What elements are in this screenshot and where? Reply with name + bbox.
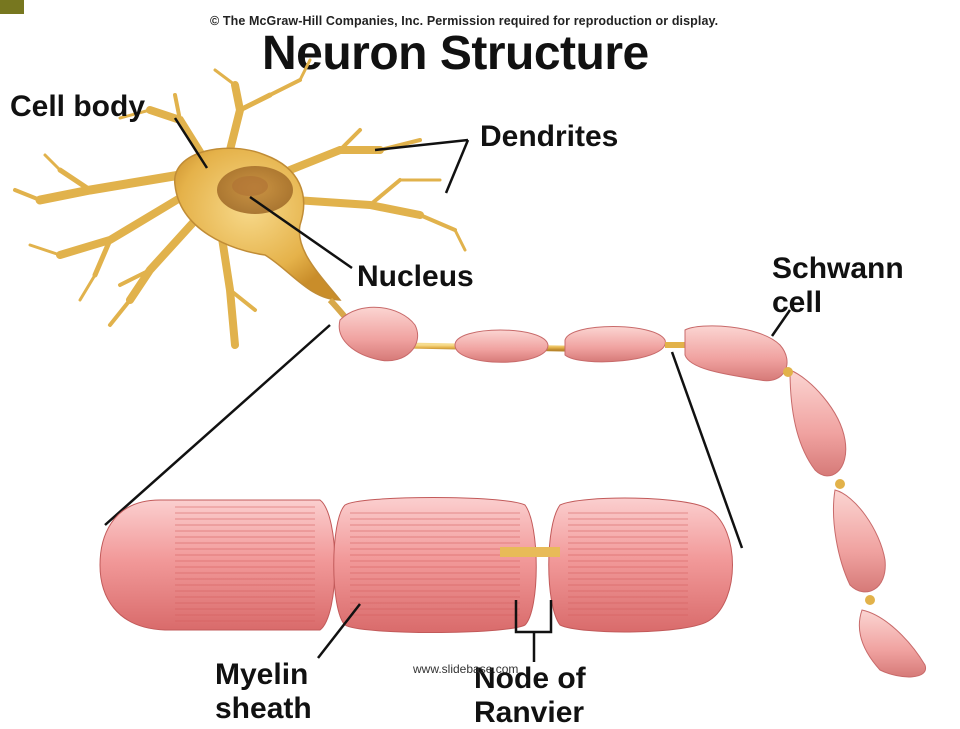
- label-nucleus: Nucleus: [357, 260, 474, 293]
- label-myelin-line2: sheath: [215, 692, 312, 725]
- zoom-line-right: [670, 351, 744, 549]
- label-schwann-line1: Schwann: [772, 252, 904, 285]
- upper-myelin-segments: [338, 306, 926, 678]
- dendrites: [13, 58, 467, 349]
- dendrites-pointer-2: [444, 139, 470, 194]
- label-node-line1: Node of: [474, 662, 586, 695]
- zoom-line-left: [104, 324, 331, 526]
- page-title: Neuron Structure: [262, 27, 649, 80]
- label-cell-body: Cell body: [10, 90, 146, 123]
- enlarged-myelinated-axon: [75, 497, 745, 633]
- watermark: www.slidebase.com: [413, 662, 519, 676]
- myelin-pointer: [317, 603, 361, 659]
- cell-body-pointer: [173, 117, 209, 169]
- nucleus-pointer: [249, 195, 353, 270]
- label-node-line2: Ranvier: [474, 696, 585, 729]
- label-schwann-line2: cell: [772, 286, 823, 319]
- cell-body-shape: [174, 147, 342, 301]
- label-myelin-line1: Myelin: [215, 658, 309, 691]
- dendrites-pointer-1: [374, 138, 469, 152]
- corner-accent: [0, 0, 24, 14]
- label-dendrites: Dendrites: [480, 120, 619, 153]
- copyright-notice: © The McGraw-Hill Companies, Inc. Permis…: [210, 14, 719, 28]
- schwann-pointer: [770, 309, 792, 337]
